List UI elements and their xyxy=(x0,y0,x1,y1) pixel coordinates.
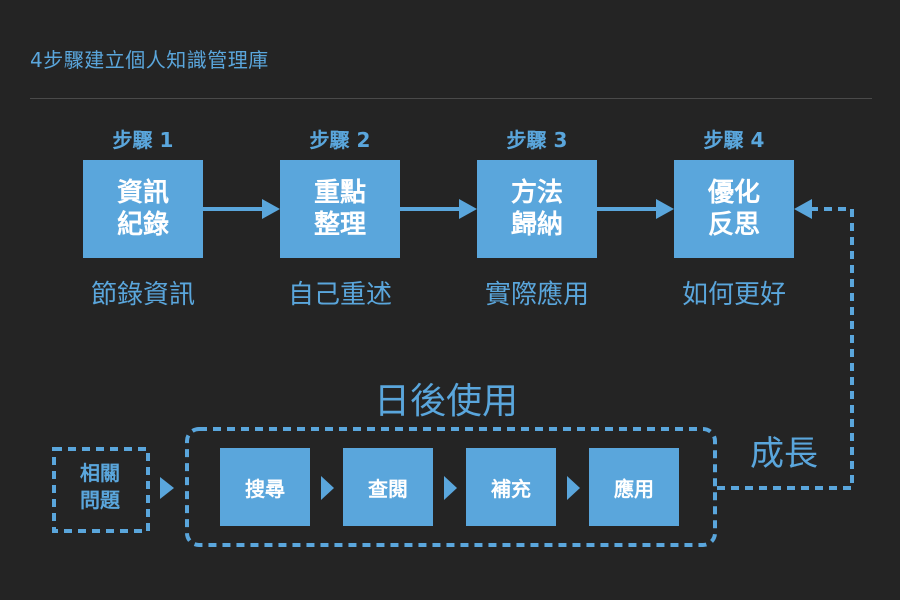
related-questions-frame xyxy=(52,447,150,533)
later-use-title: 日後使用 xyxy=(374,381,519,422)
step-1-label: 步驟 1 xyxy=(112,128,174,152)
related-questions-label: 相關 問題 xyxy=(80,461,120,512)
step-2-box: 重點 整理 xyxy=(280,160,400,258)
step-3-box: 方法 歸納 xyxy=(477,160,597,258)
growth-label: 成長 xyxy=(750,434,818,474)
step-arrow-3-4 xyxy=(597,199,674,219)
step-4-label: 步驟 4 xyxy=(703,128,765,152)
growth-loop-line xyxy=(717,207,854,490)
page-title: 4步驟建立個人知識管理庫 xyxy=(30,48,269,72)
action-search: 搜尋 xyxy=(220,448,310,526)
step-3-label: 步驟 3 xyxy=(506,128,568,152)
step-2-caption: 自己重述 xyxy=(287,280,392,310)
later-use-frame xyxy=(185,427,717,547)
action-supplement: 補充 xyxy=(466,448,556,526)
step-3-caption: 實際應用 xyxy=(484,280,589,310)
step-1-caption: 節錄資訊 xyxy=(90,280,195,310)
divider xyxy=(30,98,872,99)
related-arrow xyxy=(160,477,174,499)
action-arrow-3 xyxy=(567,476,580,500)
step-1-box: 資訊 紀錄 xyxy=(83,160,203,258)
action-review: 查閱 xyxy=(343,448,433,526)
action-apply: 應用 xyxy=(589,448,679,526)
action-arrow-2 xyxy=(444,476,457,500)
step-arrow-1-2 xyxy=(203,199,280,219)
step-2-label: 步驟 2 xyxy=(309,128,371,152)
step-arrow-2-3 xyxy=(400,199,477,219)
step-4-caption: 如何更好 xyxy=(681,280,786,310)
action-arrow-1 xyxy=(321,476,334,500)
step-4-box: 優化 反思 xyxy=(674,160,794,258)
growth-loop-arrowhead xyxy=(794,199,812,219)
